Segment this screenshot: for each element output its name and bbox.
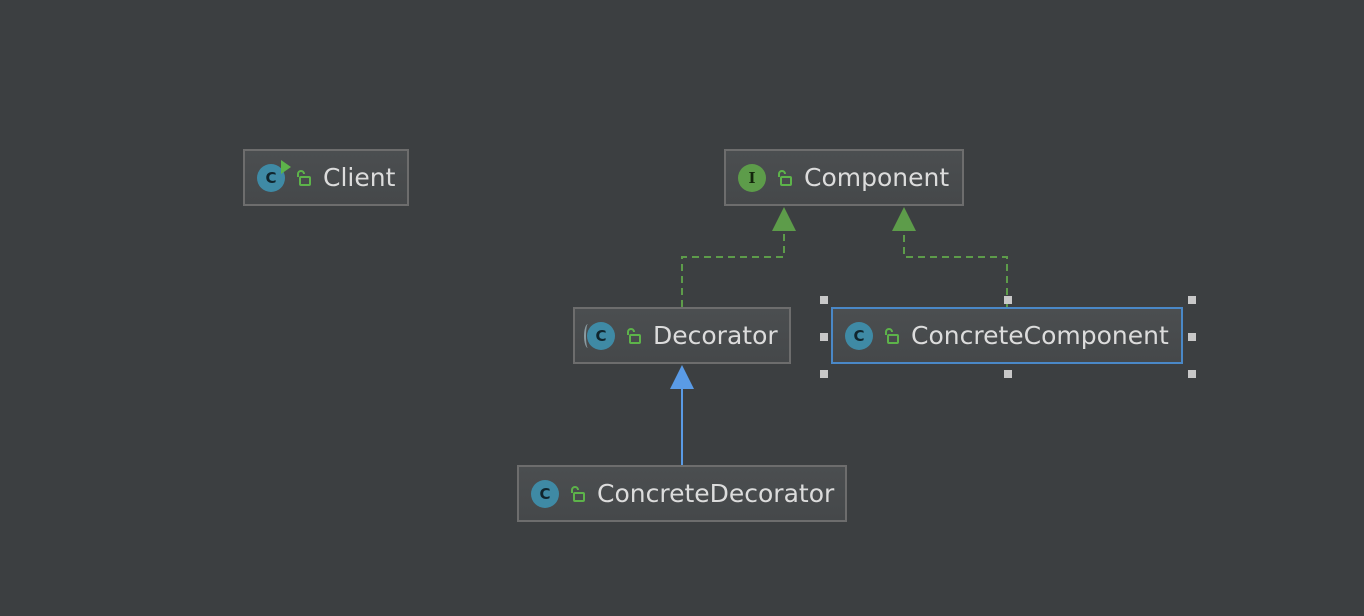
implements-arrowhead-icon	[892, 207, 916, 231]
abstract-class-icon: C	[584, 321, 615, 350]
edge-concrete-component-implements-component[interactable]	[903, 230, 1008, 307]
extends-arrowhead-icon	[670, 365, 694, 389]
resize-handle-bottom-center[interactable]	[1004, 370, 1012, 378]
class-icon: C	[531, 479, 559, 508]
node-label: Client	[323, 163, 396, 192]
node-label: Component	[804, 163, 950, 192]
implements-arrowhead-icon	[772, 207, 796, 231]
node-decorator[interactable]: C Decorator	[573, 307, 791, 364]
resize-handle-top-left[interactable]	[820, 296, 828, 304]
node-label: ConcreteComponent	[911, 321, 1169, 350]
resize-handle-bottom-left[interactable]	[820, 370, 828, 378]
resize-handle-middle-right[interactable]	[1188, 333, 1196, 341]
public-lock-icon	[885, 327, 899, 344]
edge-decorator-implements-component[interactable]	[681, 230, 785, 307]
class-icon: C	[257, 159, 291, 192]
public-lock-icon	[627, 327, 641, 344]
resize-handle-top-center[interactable]	[1004, 296, 1012, 304]
node-client[interactable]: C Client	[243, 149, 409, 206]
resize-handle-bottom-right[interactable]	[1188, 370, 1196, 378]
public-lock-icon	[778, 169, 792, 186]
node-label: ConcreteDecorator	[597, 479, 835, 508]
node-component[interactable]: I Component	[724, 149, 964, 206]
resize-handle-middle-left[interactable]	[820, 333, 828, 341]
resize-handle-top-right[interactable]	[1188, 296, 1196, 304]
public-lock-icon	[297, 169, 311, 186]
node-concrete-component[interactable]: C ConcreteComponent	[831, 307, 1183, 364]
public-lock-icon	[571, 485, 585, 502]
node-label: Decorator	[653, 321, 778, 350]
run-badge-icon	[281, 159, 291, 174]
class-icon: C	[845, 321, 873, 350]
node-concrete-decorator[interactable]: C ConcreteDecorator	[517, 465, 847, 522]
interface-icon: I	[738, 163, 766, 192]
